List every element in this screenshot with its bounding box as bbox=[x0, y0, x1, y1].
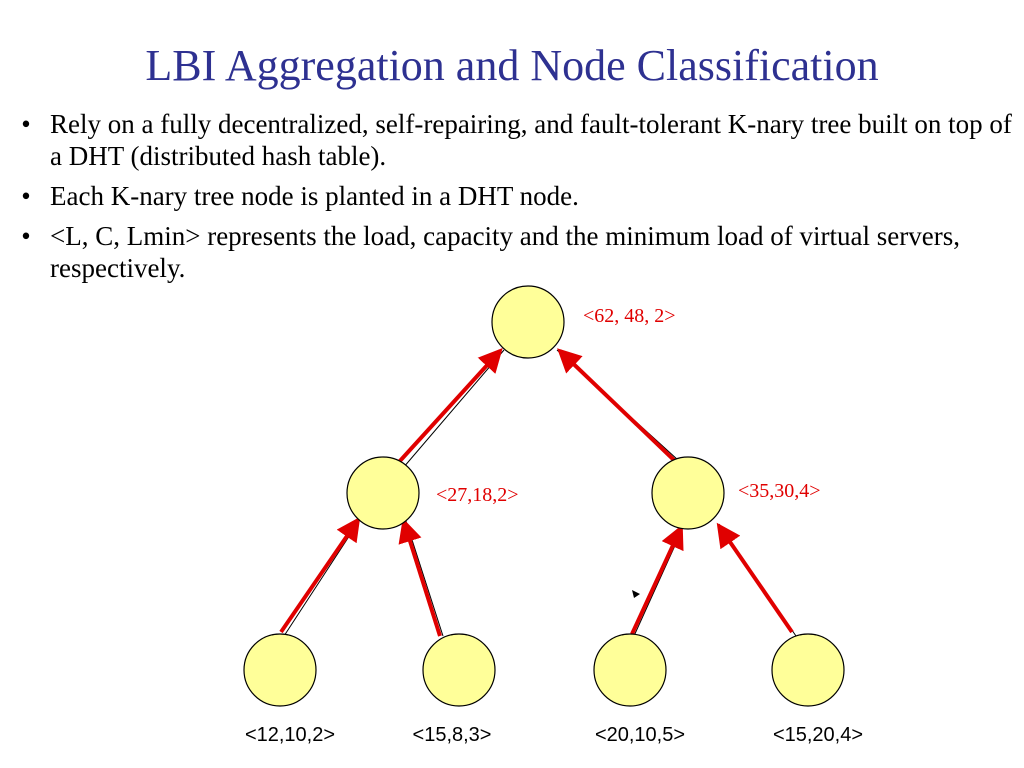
aggregation-arrow bbox=[716, 522, 794, 634]
bullet-item: • Each K-nary tree node is planted in a … bbox=[16, 180, 1016, 212]
leaf-label: <20,10,5> bbox=[595, 724, 685, 746]
leaf-node bbox=[243, 633, 317, 707]
internal-node-left bbox=[346, 456, 420, 530]
leaf-label: <15,20,4> bbox=[773, 724, 863, 746]
bullet-text: <L, C, Lmin> represents the load, capaci… bbox=[50, 221, 960, 283]
bullet-marker: • bbox=[21, 181, 31, 211]
tree-edge bbox=[402, 349, 505, 469]
tree-edge bbox=[404, 517, 444, 637]
leaf-node bbox=[593, 633, 667, 707]
bullet-text: Each K-nary tree node is planted in a DH… bbox=[50, 181, 579, 211]
aggregation-arrow bbox=[279, 516, 361, 634]
bullet-marker: • bbox=[21, 221, 31, 251]
internal-node-right bbox=[651, 456, 725, 530]
bullet-marker: • bbox=[21, 109, 31, 139]
leaf-node bbox=[422, 633, 496, 707]
bullet-item: • <L, C, Lmin> represents the load, capa… bbox=[16, 220, 1016, 284]
aggregation-arrow bbox=[398, 518, 442, 637]
left-node-label: <27,18,2> bbox=[436, 484, 519, 506]
right-node-label: <35,30,4> bbox=[738, 480, 821, 502]
bullet-text: Rely on a fully decentralized, self-repa… bbox=[50, 109, 1012, 171]
slide-title: LBI Aggregation and Node Classification bbox=[145, 41, 879, 90]
root-node bbox=[491, 285, 565, 359]
aggregation-arrow bbox=[630, 524, 684, 635]
leaf-label: <15,8,3> bbox=[413, 724, 492, 746]
leaf-node bbox=[771, 633, 845, 707]
bullet-item: • Rely on a fully decentralized, self-re… bbox=[16, 108, 1016, 172]
aggregation-arrow bbox=[397, 348, 503, 464]
pointer-icon bbox=[632, 590, 640, 598]
aggregation-arrow bbox=[557, 348, 678, 464]
leaf-label: <12,10,2> bbox=[245, 724, 335, 746]
root-node-label: <62, 48, 2> bbox=[583, 305, 676, 327]
bullet-list: • Rely on a fully decentralized, self-re… bbox=[16, 108, 1016, 292]
